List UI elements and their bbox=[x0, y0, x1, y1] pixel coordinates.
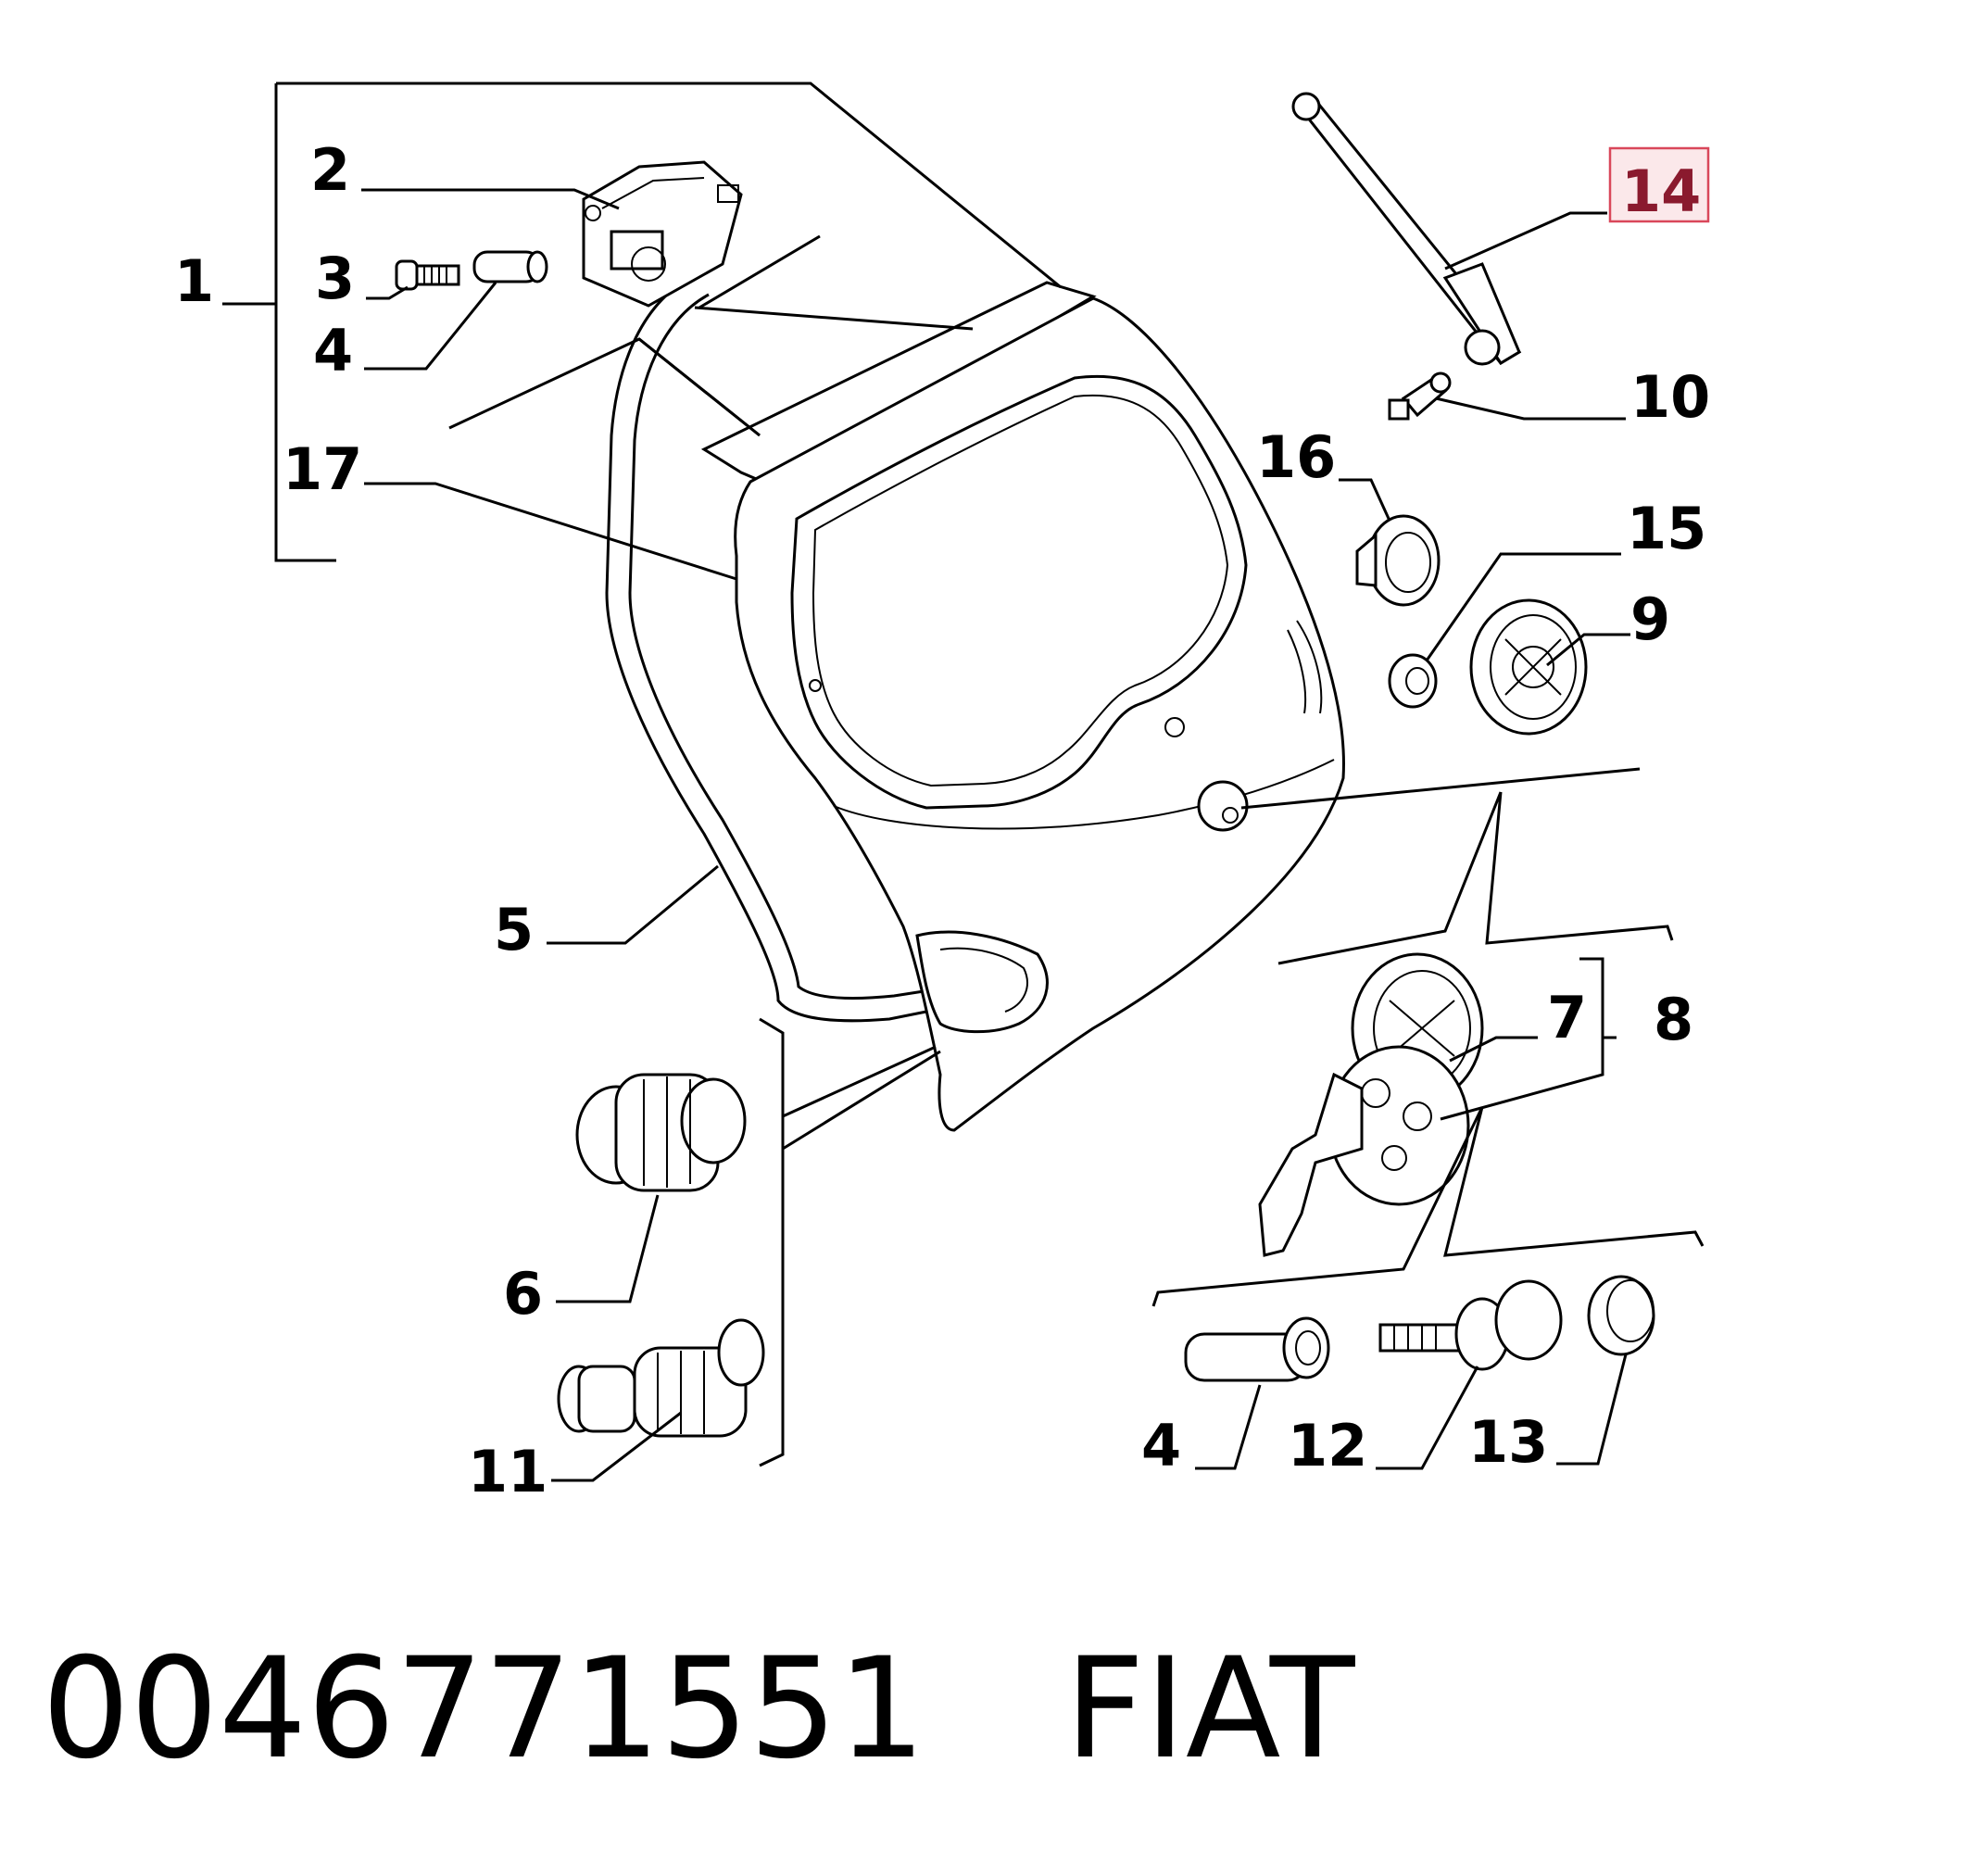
window-opening bbox=[790, 374, 1248, 810]
bush-part-4-top bbox=[472, 250, 548, 283]
callout-8: 8 bbox=[1654, 986, 1693, 1053]
tailgate-panel bbox=[605, 276, 1345, 1132]
lock-assembly bbox=[1258, 952, 1484, 1257]
highlight-box-14 bbox=[1608, 146, 1710, 223]
part-number: 0046771551 bbox=[42, 1629, 926, 1790]
buffer-part-16 bbox=[1355, 514, 1441, 607]
callout-6: 6 bbox=[503, 1260, 543, 1328]
bush-part-4-bottom bbox=[1184, 1316, 1330, 1382]
weatherstrip-seal bbox=[605, 276, 937, 1023]
emblem-part-9 bbox=[1469, 598, 1588, 736]
callout-14: 14 bbox=[1621, 157, 1701, 225]
callout-10: 10 bbox=[1630, 363, 1710, 431]
callout-12: 12 bbox=[1288, 1412, 1367, 1479]
grommet-part-15 bbox=[1388, 653, 1438, 709]
screw-part-12 bbox=[1378, 1279, 1563, 1371]
callout-13: 13 bbox=[1468, 1408, 1548, 1476]
callout-2: 2 bbox=[310, 136, 350, 204]
brand-name: FIAT bbox=[1064, 1629, 1355, 1790]
hinge-part bbox=[582, 160, 743, 308]
tailgate-body bbox=[734, 296, 1345, 1132]
gas-strut bbox=[1291, 92, 1522, 366]
emblem-mount bbox=[1197, 780, 1249, 832]
screw-part-3 bbox=[395, 259, 460, 291]
callout-5: 5 bbox=[494, 896, 534, 963]
callout-9: 9 bbox=[1630, 585, 1670, 653]
callout-labels: 1 2 3 4 17 5 6 11 14 10 16 15 9 7 8 4 12… bbox=[174, 136, 1710, 1505]
leader-lines bbox=[222, 82, 1705, 1482]
buffer-part-11 bbox=[557, 1318, 765, 1438]
callout-11: 11 bbox=[468, 1438, 547, 1505]
callout-4-bottom: 4 bbox=[1141, 1412, 1181, 1479]
cap-part-13 bbox=[1587, 1275, 1655, 1356]
callout-15: 15 bbox=[1627, 495, 1706, 562]
callout-17: 17 bbox=[283, 435, 362, 503]
callout-1: 1 bbox=[174, 247, 214, 315]
callout-4-top: 4 bbox=[313, 317, 353, 384]
callout-16: 16 bbox=[1256, 423, 1336, 491]
ball-pin bbox=[1388, 371, 1452, 421]
buffer-part-6 bbox=[575, 1073, 747, 1192]
callout-7: 7 bbox=[1547, 984, 1587, 1051]
callout-3: 3 bbox=[315, 245, 355, 312]
